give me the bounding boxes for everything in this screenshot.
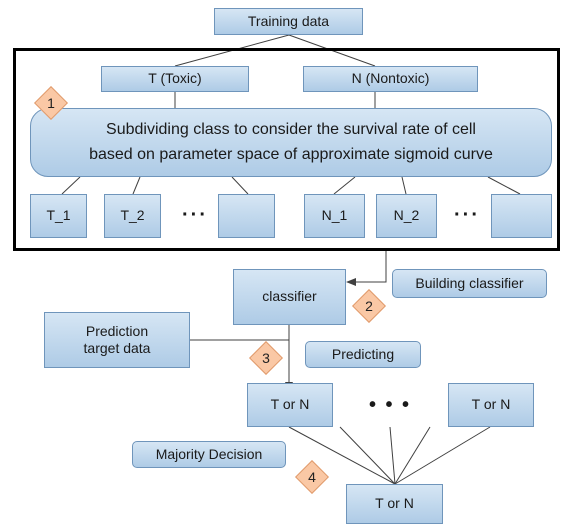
connector-left-result-to-final bbox=[288, 426, 396, 485]
connector-mid2-to-final bbox=[389, 426, 396, 485]
prediction-target-data-box: Prediction target data bbox=[44, 312, 190, 368]
n-subclass-ellipsis: ··· bbox=[454, 203, 480, 226]
connector-mid3-to-final bbox=[394, 426, 431, 485]
training-subdivision-frame bbox=[13, 48, 560, 251]
step-3-number: 3 bbox=[262, 350, 270, 366]
connector-subdivide-to-t1 bbox=[61, 176, 81, 195]
connector-subdivide-to-t-last bbox=[231, 176, 249, 195]
t-subclass-ellipsis: ··· bbox=[182, 203, 208, 226]
subdivide-line-1: Subdividing class to consider the surviv… bbox=[106, 120, 476, 138]
result-left-box: T or N bbox=[247, 383, 333, 427]
nontoxic-class-box: N (Nontoxic) bbox=[303, 66, 478, 92]
prediction-target-line-1: Prediction bbox=[85, 322, 149, 339]
connector-subdivide-to-n2 bbox=[401, 176, 407, 195]
subclass-n-last-box bbox=[491, 194, 552, 238]
result-right-box: T or N bbox=[448, 383, 534, 427]
building-classifier-label: Building classifier bbox=[392, 269, 547, 298]
training-data-box: Training data bbox=[214, 8, 363, 35]
step-2-number: 2 bbox=[365, 298, 373, 314]
step-1-marker: 1 bbox=[33, 85, 69, 121]
toxic-class-box: T (Toxic) bbox=[101, 66, 249, 92]
subclass-n2-box: N_2 bbox=[376, 194, 437, 238]
connector-subdivide-to-n1 bbox=[333, 176, 356, 195]
prediction-target-line-2: target data bbox=[83, 340, 151, 356]
connector-subdivide-to-n-last bbox=[487, 176, 521, 195]
connector-mid1-to-final bbox=[339, 426, 396, 485]
step-4-number: 4 bbox=[308, 469, 316, 485]
classifier-box: classifier bbox=[233, 269, 346, 325]
subdivide-line-2: based on parameter space of approximate … bbox=[89, 145, 493, 163]
subclass-t2-box: T_2 bbox=[104, 194, 161, 238]
step-4-marker: 4 bbox=[294, 459, 330, 495]
subclass-t1-box: T_1 bbox=[30, 194, 87, 238]
subdivide-class-box: Subdividing class to consider the surviv… bbox=[30, 108, 552, 177]
step-3-marker: 3 bbox=[248, 340, 284, 376]
step-2-marker: 2 bbox=[351, 288, 387, 324]
arrowhead-classifier bbox=[346, 278, 356, 286]
majority-decision-label: Majority Decision bbox=[132, 441, 286, 468]
connector-right-result-to-final bbox=[394, 426, 491, 485]
final-decision-box: T or N bbox=[346, 484, 443, 524]
result-ellipsis: • • • bbox=[368, 393, 412, 416]
connector-subdivide-to-t2 bbox=[132, 176, 141, 195]
predicting-label: Predicting bbox=[305, 341, 421, 368]
subclass-t-last-box bbox=[218, 194, 275, 238]
connector-frame-to-classifier bbox=[355, 251, 387, 283]
step-1-number: 1 bbox=[47, 95, 55, 111]
subclass-n1-box: N_1 bbox=[304, 194, 365, 238]
